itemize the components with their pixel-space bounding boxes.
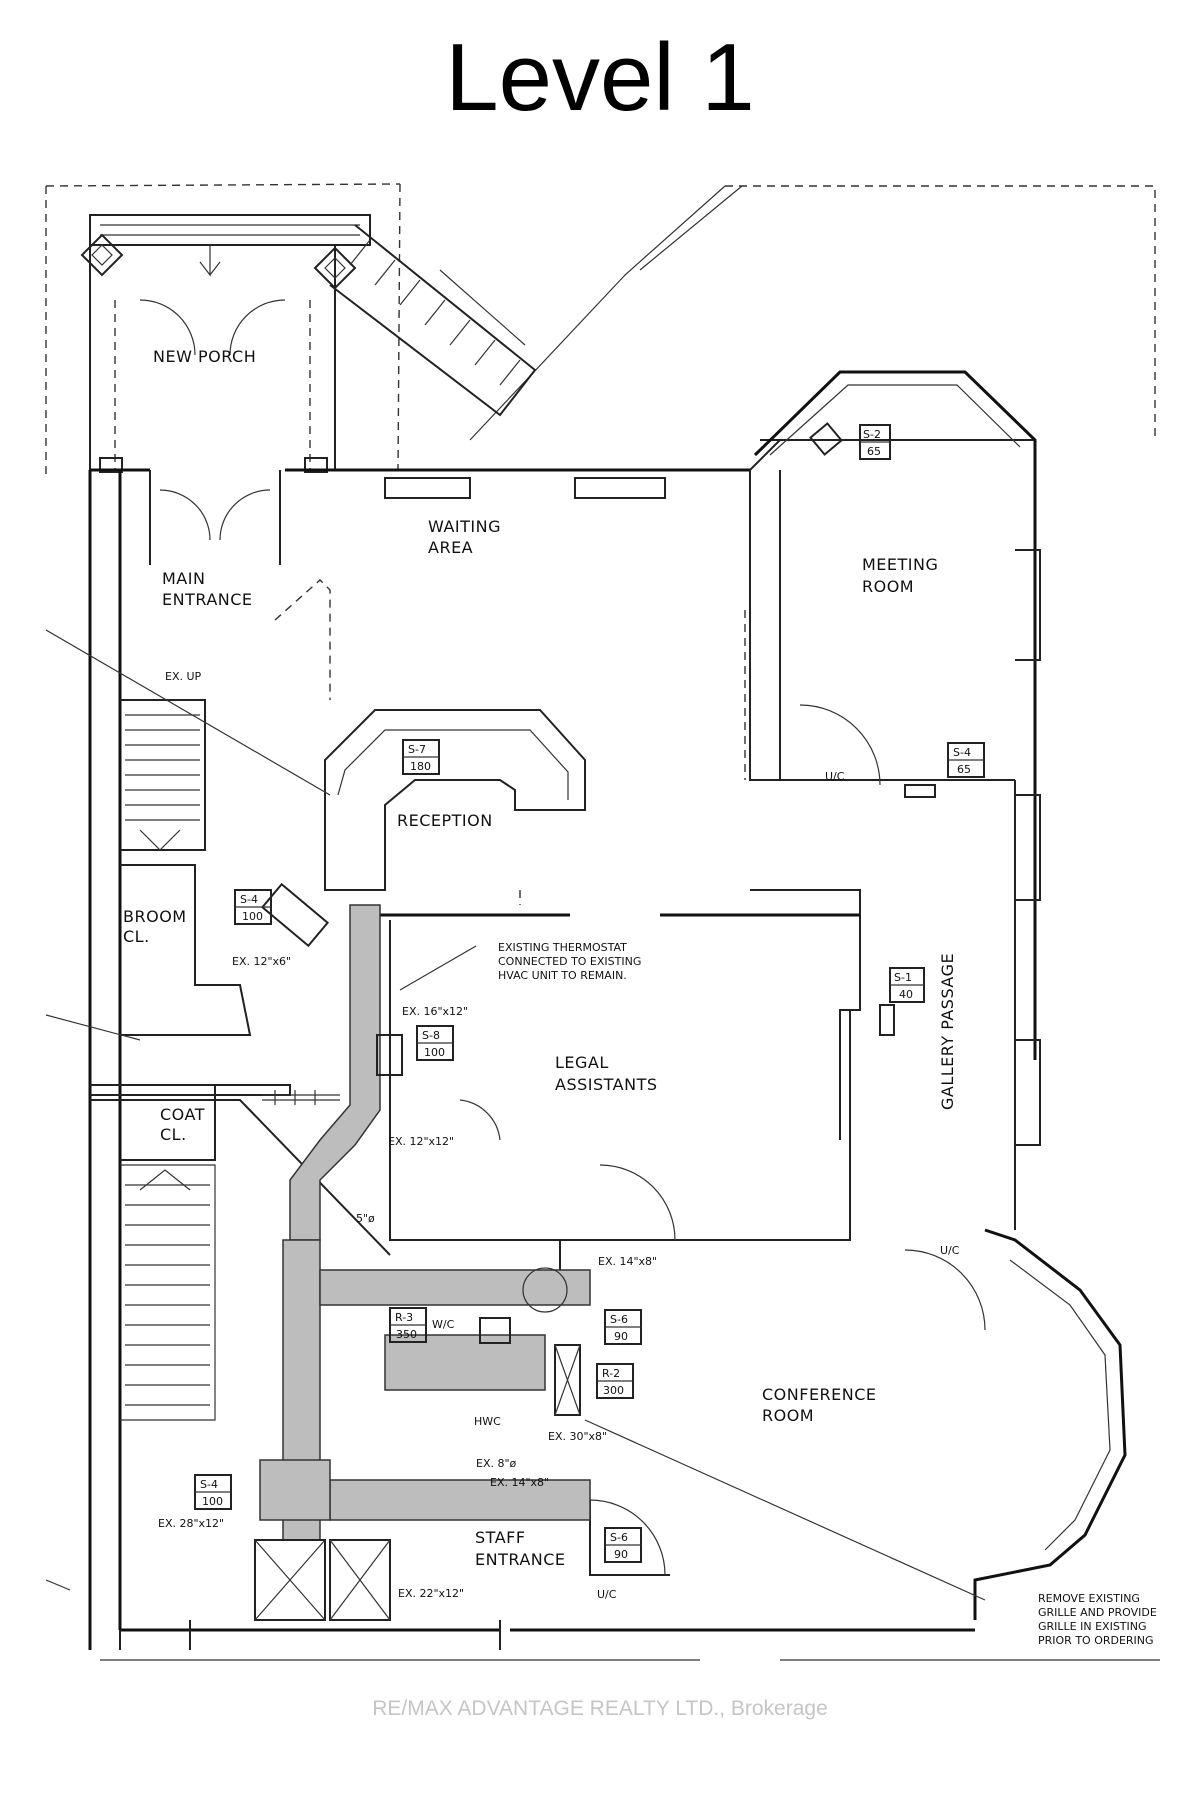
note-ex-5: 5"ø	[356, 1212, 375, 1225]
page-title: Level 1	[445, 24, 755, 131]
note-ex-22x12: EX. 22"x12"	[398, 1587, 464, 1600]
room-labels: NEW PORCH WAITING AREA MAIN ENTRANCE MEE…	[123, 347, 957, 1569]
svg-text:R-2: R-2	[602, 1367, 620, 1380]
ductwork	[254, 784, 936, 1621]
label-meeting-room-2: ROOM	[862, 577, 914, 596]
note-thermostat-1: EXISTING THERMOSTAT	[498, 941, 627, 954]
note-ex-30x8: EX. 30"x8"	[548, 1430, 607, 1443]
site-boundary	[45, 183, 1156, 475]
svg-text:100: 100	[242, 910, 263, 923]
svg-text:350: 350	[396, 1328, 417, 1341]
note-grille-2: GRILLE AND PROVIDE	[1038, 1606, 1157, 1619]
tag-s6b: S-690	[604, 1527, 642, 1563]
svg-text:S-4: S-4	[953, 746, 971, 759]
label-coat-cl-1: COAT	[160, 1105, 205, 1124]
label-legal-assistants-2: ASSISTANTS	[555, 1075, 658, 1094]
note-ex-16x12: EX. 16"x12"	[402, 1005, 468, 1018]
note-wc: W/C	[432, 1318, 455, 1331]
label-legal-assistants-1: LEGAL	[555, 1053, 609, 1072]
note-thermostat-3: HVAC UNIT TO REMAIN.	[498, 969, 627, 982]
label-main-entrance-2: ENTRANCE	[162, 590, 253, 609]
note-ex-up: EX. UP	[165, 670, 202, 683]
note-grille-1: REMOVE EXISTING	[1038, 1592, 1140, 1605]
svg-text:S-4: S-4	[200, 1478, 218, 1491]
note-thermostat-2: CONNECTED TO EXISTING	[498, 955, 641, 968]
tag-s4a: S-465	[947, 742, 985, 778]
svg-text:S-2: S-2	[863, 428, 881, 441]
note-ex-14x8a: EX. 14"x8"	[598, 1255, 657, 1268]
svg-text:S-1: S-1	[894, 971, 912, 984]
svg-text:S-7: S-7	[408, 743, 426, 756]
note-ex-8: EX. 8"ø	[476, 1457, 517, 1470]
label-meeting-room-1: MEETING	[862, 555, 938, 574]
tag-s6a: S-690	[604, 1309, 642, 1345]
label-waiting-area-1: WAITING	[428, 517, 501, 536]
label-gallery-passage: GALLERY PASSAGE	[938, 953, 957, 1110]
note-ex-12x6: EX. 12"x6"	[232, 955, 291, 968]
svg-text:65: 65	[867, 445, 881, 458]
watermark: RE/MAX ADVANTAGE REALTY LTD., Brokerage	[372, 1697, 828, 1720]
svg-text:100: 100	[424, 1046, 445, 1059]
note-hwc: HWC	[474, 1415, 501, 1428]
label-broom-cl-1: BROOM	[123, 907, 187, 926]
label-staff-entrance-1: STAFF	[475, 1528, 526, 1547]
note-ex-14x8b: EX. 14"x8"	[490, 1476, 549, 1489]
svg-text:S-6: S-6	[610, 1531, 628, 1544]
label-reception: RECEPTION	[397, 811, 493, 830]
tag-s1: S-140	[889, 967, 925, 1003]
note-grille-3: GRILLE IN EXISTING	[1038, 1620, 1147, 1633]
svg-text:R-3: R-3	[395, 1311, 413, 1324]
svg-text:65: 65	[957, 763, 971, 776]
label-main-entrance-1: MAIN	[162, 569, 205, 588]
svg-text:180: 180	[410, 760, 431, 773]
label-broom-cl-2: CL.	[123, 927, 150, 946]
label-new-porch: NEW PORCH	[153, 347, 256, 366]
svg-text:300: 300	[603, 1384, 624, 1397]
svg-text:40: 40	[899, 988, 913, 1001]
new-porch	[80, 214, 537, 473]
note-uc-1: U/C	[825, 770, 845, 783]
building-walls	[45, 370, 1160, 1661]
note-uc-3: U/C	[597, 1588, 617, 1601]
note-grille-4: PRIOR TO ORDERING	[1038, 1634, 1154, 1647]
label-conference-room-1: CONFERENCE	[762, 1385, 877, 1404]
label-coat-cl-2: CL.	[160, 1125, 187, 1144]
svg-text:S-6: S-6	[610, 1313, 628, 1326]
svg-text:S-8: S-8	[422, 1029, 440, 1042]
annotations: EX. UP U/C U/C U/C W/C HWC EX. 12"x6" EX…	[158, 670, 1157, 1647]
tag-s2: S-265	[859, 424, 891, 460]
label-waiting-area-2: AREA	[428, 538, 473, 557]
label-staff-entrance-2: ENTRANCE	[475, 1550, 566, 1569]
svg-text:S-4: S-4	[240, 893, 258, 906]
svg-text:90: 90	[614, 1548, 628, 1561]
note-uc-2: U/C	[940, 1244, 960, 1257]
svg-text:90: 90	[614, 1330, 628, 1343]
note-ex-12x12: EX. 12"x12"	[388, 1135, 454, 1148]
note-ex-28x12: EX. 28"x12"	[158, 1517, 224, 1530]
svg-text:100: 100	[202, 1495, 223, 1508]
label-conference-room-2: ROOM	[762, 1406, 814, 1425]
